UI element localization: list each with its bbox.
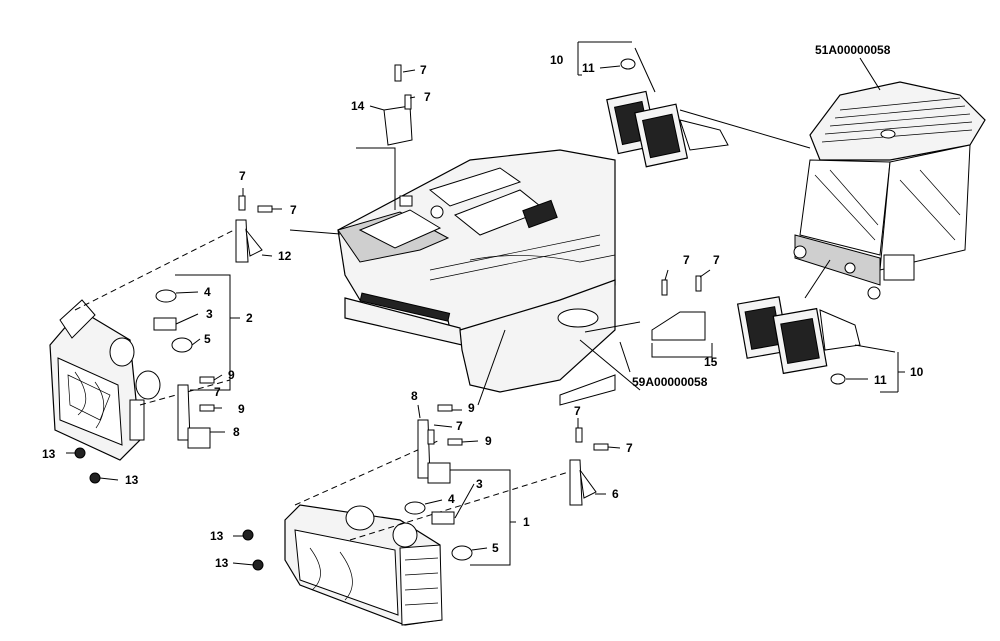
callout-labels: 10 11 51A00000058 7 7 14 7 7 12 4 3 2 5 … [42,43,924,570]
callout-7-f: 7 [683,253,690,267]
plate-15 [579,275,713,391]
callout-11-top: 11 [582,61,595,75]
bolts [199,58,846,451]
callout-frame-code: 59A00000058 [632,375,708,389]
bulbs-left [153,274,240,391]
headlight-middle [284,329,576,626]
callout-1: 1 [523,515,530,529]
work-light-right [736,259,896,375]
callout-9-c: 9 [468,401,475,415]
machine-frame [289,149,616,406]
callout-9-d: 9 [485,434,492,448]
headlight-left [49,227,239,461]
callout-4-middle: 4 [448,492,455,506]
callout-9-a: 9 [228,368,235,382]
bracket-8-middle [417,419,451,484]
callout-7-g: 7 [713,253,720,267]
bracket-8-left [177,384,211,449]
callout-9-b: 9 [238,402,245,416]
operator-cab [793,81,986,300]
callout-13-a: 13 [42,447,56,461]
callout-10-top: 10 [550,53,564,67]
callout-7-a: 7 [420,63,427,77]
bracket-14 [356,64,413,210]
callout-7-i: 7 [574,404,581,418]
work-light-top [606,47,811,168]
callout-8-middle: 8 [411,389,418,403]
nuts-left [74,447,101,484]
callout-12: 12 [278,249,292,263]
callout-13-c: 13 [210,529,224,543]
callout-15: 15 [704,355,718,369]
callout-13-b: 13 [125,473,139,487]
bracket-6 [569,459,597,506]
callout-10-right: 10 [910,365,924,379]
callout-3-middle: 3 [476,477,483,491]
callout-6: 6 [612,487,619,501]
callout-13-d: 13 [215,556,229,570]
callout-7-c: 7 [239,169,246,183]
callout-7-e: 7 [214,385,221,399]
callout-2: 2 [246,311,253,325]
callout-cab-code: 51A00000058 [815,43,891,57]
callout-7-j: 7 [626,441,633,455]
bracket-12 [235,219,263,263]
callout-7-d: 7 [290,203,297,217]
callout-5-middle: 5 [492,541,499,555]
leader-lines [66,41,905,566]
callout-14: 14 [351,99,365,113]
callout-7-h: 7 [456,419,463,433]
callout-4-left: 4 [204,285,211,299]
callout-7-b: 7 [424,90,431,104]
callout-3-left: 3 [206,307,213,321]
callout-5-left: 5 [204,332,211,346]
callout-8-left: 8 [233,425,240,439]
bulbs-middle [404,469,516,566]
callout-11-right: 11 [874,373,887,387]
